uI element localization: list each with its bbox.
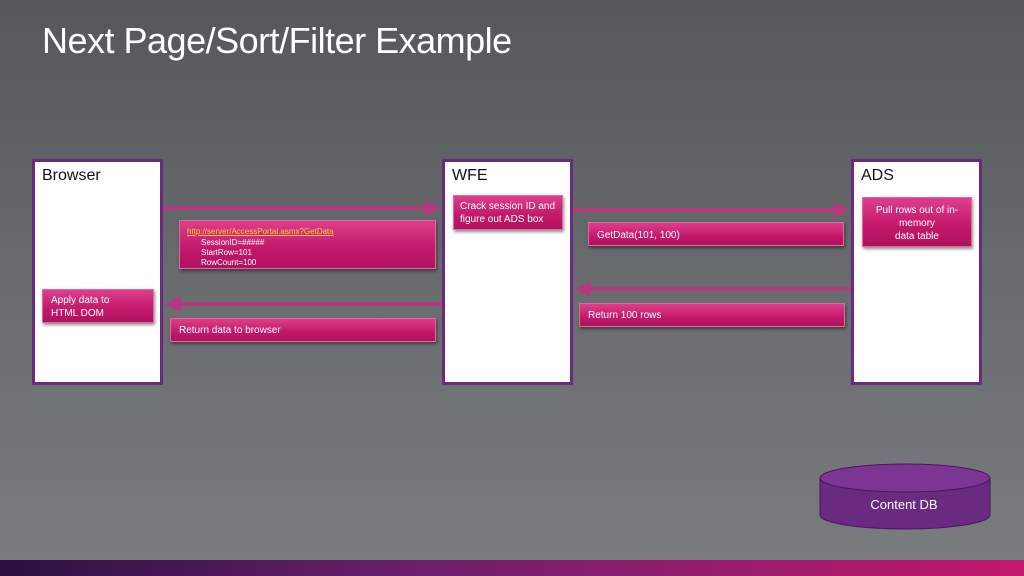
crack-session-line1: Crack session ID and — [460, 201, 556, 212]
return-browser-note: Return data to browser — [170, 318, 436, 342]
apply-dom-note: Apply data to HTML DOM — [42, 289, 154, 323]
crack-session-note: Crack session ID and figure out ADS box — [453, 195, 563, 230]
apply-dom-line2: HTML DOM — [51, 308, 104, 319]
ads-box: ADS — [851, 159, 982, 385]
get-data-request-note: http://server/AccessPortal.asmx?GetData … — [179, 220, 436, 269]
pull-rows-line2: memory — [898, 218, 936, 229]
return-rows-note: Return 100 rows — [579, 303, 845, 327]
get-data-call-note: GetData(101, 100) — [588, 222, 844, 246]
wfe-label: WFE — [452, 167, 488, 184]
browser-box: Browser — [32, 159, 163, 385]
crack-session-line2: figure out ADS box — [460, 214, 544, 225]
apply-dom-line1: Apply data to — [51, 295, 110, 306]
bottom-accent-bar — [0, 560, 1024, 576]
content-db-label: Content DB — [870, 497, 938, 512]
browser-label: Browser — [42, 167, 101, 184]
get-data-call-text: GetData(101, 100) — [597, 230, 680, 241]
get-data-url-link[interactable]: http://server/AccessPortal.asmx?GetData — [187, 227, 334, 236]
session-id-param: SessionID=##### — [201, 238, 265, 247]
slide-title: Next Page/Sort/Filter Example — [42, 20, 512, 61]
pull-rows-line1: Pull rows out of in- — [875, 205, 959, 216]
pull-rows-note: Pull rows out of in- memory data table — [862, 197, 972, 247]
row-count-param: RowCount=100 — [201, 258, 257, 267]
return-rows-text: Return 100 rows — [588, 310, 662, 321]
ads-label: ADS — [861, 167, 894, 184]
pull-rows-line3: data table — [895, 231, 939, 242]
start-row-param: StartRow=101 — [201, 248, 252, 257]
return-browser-text: Return data to browser — [179, 325, 281, 336]
